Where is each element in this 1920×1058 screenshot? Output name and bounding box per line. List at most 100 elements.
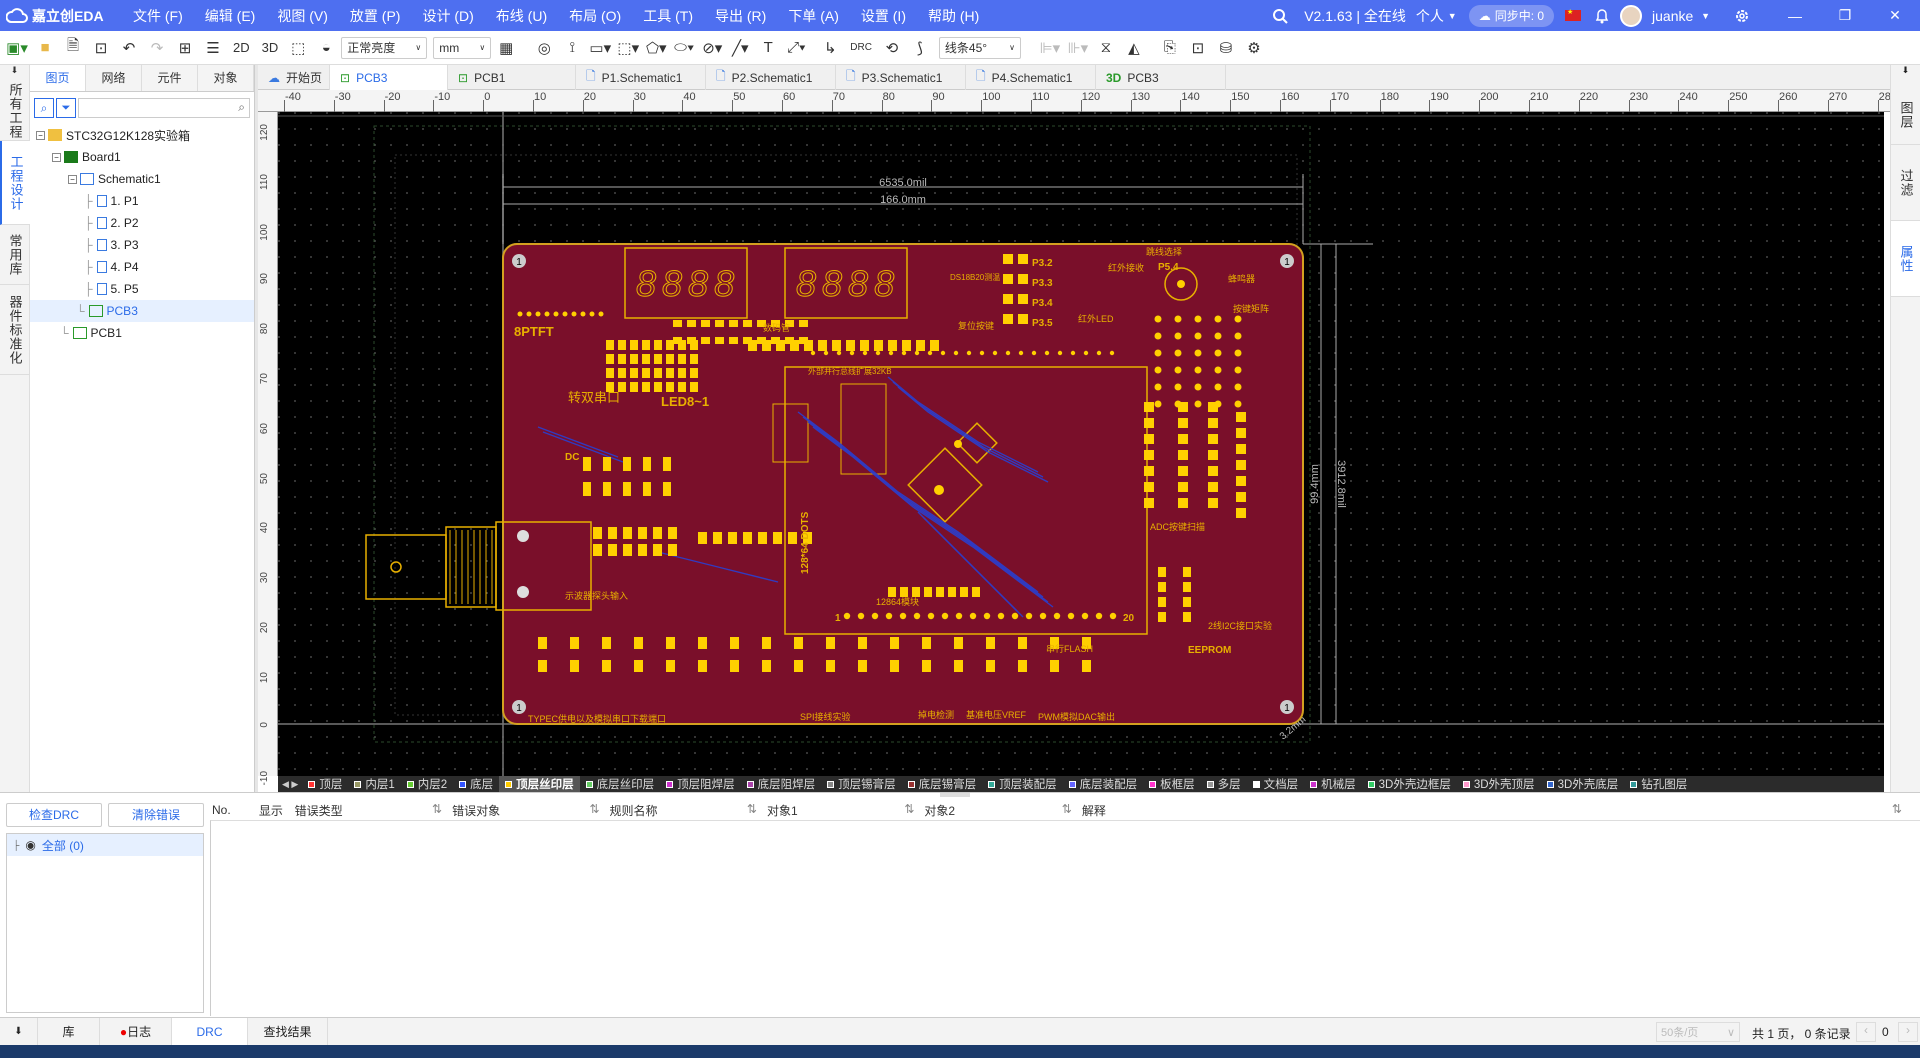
gear-icon[interactable]: [1714, 0, 1770, 31]
tree-page[interactable]: ├4. P4: [84, 260, 139, 274]
snapshot-icon[interactable]: ⊡: [94, 39, 108, 57]
restore-icon[interactable]: ❐: [1838, 7, 1852, 23]
username-dropdown[interactable]: juanke ▼: [1648, 0, 1714, 31]
account-mode-dropdown[interactable]: 个人 ▼: [1412, 0, 1461, 31]
flip-icon[interactable]: ⧖: [1100, 39, 1112, 56]
menu-item-7[interactable]: 工具 (T): [643, 7, 693, 24]
tab-drc[interactable]: DRC: [172, 1018, 248, 1046]
prev-page-icon[interactable]: ‹: [1856, 1022, 1876, 1042]
pin-panel-icon[interactable]: ⬇: [10, 65, 19, 75]
sync-status-button[interactable]: ☁同步中: 0: [1468, 4, 1555, 27]
drc-column-header[interactable]: 解释⇅: [1082, 802, 1912, 819]
grid-icon[interactable]: ▦: [499, 39, 514, 57]
tab-objects[interactable]: 对象: [198, 65, 254, 91]
doc-tab[interactable]: ⊡PCB3: [330, 65, 448, 90]
layer-item[interactable]: 多层: [1201, 776, 1247, 792]
layer-item[interactable]: 3D外壳顶层: [1457, 776, 1541, 792]
menu-item-6[interactable]: 布局 (O): [569, 7, 622, 24]
minimize-icon[interactable]: —: [1788, 7, 1802, 24]
distribute-icon[interactable]: ⊪▾: [1067, 39, 1089, 57]
drc-column-header[interactable]: 规则名称⇅: [610, 802, 767, 819]
menu-item-4[interactable]: 设计 (D): [422, 7, 474, 24]
next-page-icon[interactable]: ›: [1898, 1022, 1918, 1042]
search-mode-icon[interactable]: ⌕: [34, 98, 54, 118]
save-icon[interactable]: 🗎: [66, 37, 80, 54]
tree-page[interactable]: ├5. P5: [84, 282, 139, 296]
settings-gear-icon[interactable]: ⚙: [1247, 39, 1261, 57]
tree-schematic[interactable]: −Schematic1: [30, 168, 254, 190]
drc-column-header[interactable]: No.: [212, 803, 259, 817]
brightness-select[interactable]: 正常亮度∨: [341, 36, 428, 59]
via-icon[interactable]: ◎: [537, 39, 551, 57]
region-tool-icon[interactable]: ⬚▾: [617, 39, 640, 57]
tab-pages[interactable]: 图页: [30, 65, 86, 91]
tree-project[interactable]: −STC32G12K128实验箱: [30, 124, 254, 146]
tree-pcb3[interactable]: └PCB3: [30, 300, 254, 322]
drc-column-header[interactable]: 错误类型⇅: [295, 802, 452, 819]
sort-icon[interactable]: ⇅: [1891, 801, 1902, 816]
sort-icon[interactable]: ⇅: [589, 801, 600, 816]
pcb-board-outline[interactable]: [502, 243, 1304, 725]
polygon-tool-icon[interactable]: ⬠▾: [645, 39, 667, 57]
tab-log[interactable]: ●日志: [100, 1018, 172, 1046]
avatar[interactable]: [1620, 4, 1643, 27]
pin-bottom-icon[interactable]: ⬇: [0, 1018, 38, 1046]
sort-icon[interactable]: ⇅: [904, 801, 915, 816]
menu-item-10[interactable]: 设置 (I): [860, 7, 906, 24]
layer-item[interactable]: 底层锡膏层: [902, 776, 983, 792]
pcb-canvas[interactable]: 6535.0mil 166.0mm 99.4mm 3912.8mil 3.2mm…: [278, 112, 1884, 776]
page-size-select[interactable]: 50条/页∨: [1656, 1022, 1740, 1042]
layer-item[interactable]: 3D外壳边框层: [1362, 776, 1457, 792]
layer-item[interactable]: 3D外壳底层: [1541, 776, 1625, 792]
tree-page[interactable]: ├2. P2: [84, 216, 139, 230]
menu-item-11[interactable]: 帮助 (H): [927, 7, 980, 24]
tab-project-design[interactable]: 工程设计: [0, 141, 30, 225]
tab-nets[interactable]: 网络: [86, 65, 142, 91]
dimension-tool-icon[interactable]: ⤢▾: [787, 39, 806, 56]
drc-button[interactable]: DRC: [850, 42, 872, 53]
tab-device-standardization[interactable]: 器件标准化: [0, 285, 30, 375]
tab-common-library[interactable]: 常用库: [0, 225, 30, 285]
layer-item[interactable]: 顶层锡膏层: [821, 776, 902, 792]
panel-resize-handle[interactable]: [940, 793, 970, 797]
tree-pcb1[interactable]: └PCB1: [60, 326, 122, 340]
tree-search-field[interactable]: [79, 99, 249, 117]
view-3d-button[interactable]: 3D: [261, 40, 279, 55]
tree-board[interactable]: −Board1: [30, 146, 254, 168]
scroll-left-icon[interactable]: ◀ ▶: [282, 778, 299, 789]
bom-icon[interactable]: ⛁: [1219, 39, 1233, 57]
layer-item[interactable]: 底层装配层: [1063, 776, 1144, 792]
check-drc-button[interactable]: 检查DRC: [6, 803, 102, 827]
tab-library[interactable]: 库: [38, 1018, 100, 1046]
collapse-icon[interactable]: −: [68, 174, 77, 184]
layer-item[interactable]: 底层: [453, 776, 499, 792]
doc-tab[interactable]: 🗋P4.Schematic1: [966, 65, 1096, 90]
panel-splitter[interactable]: [255, 65, 258, 792]
import-icon[interactable]: ⎘: [1163, 39, 1176, 56]
menu-item-8[interactable]: 导出 (R): [714, 7, 767, 24]
layer-item[interactable]: 钻孔图层: [1624, 776, 1693, 792]
no-entry-icon[interactable]: ⊘▾: [702, 39, 723, 57]
tab-filter[interactable]: 过滤: [1891, 145, 1920, 221]
menu-item-0[interactable]: 文件 (F): [133, 7, 183, 24]
layer-item[interactable]: 底层阻焊层: [741, 776, 822, 792]
filter-icon[interactable]: ⏷: [56, 98, 76, 118]
new-project-icon[interactable]: ▣▾: [6, 39, 28, 57]
layer-item[interactable]: 机械层: [1304, 776, 1362, 792]
doc-tab[interactable]: 🗋P2.Schematic1: [706, 65, 836, 90]
tree-page[interactable]: ├1. P1: [84, 194, 139, 208]
tree-search-input[interactable]: ⌕: [78, 98, 250, 118]
grid-view-icon[interactable]: ⊞: [178, 39, 192, 57]
sort-icon[interactable]: ⇅: [746, 801, 757, 816]
layer-item[interactable]: 顶层阻焊层: [660, 776, 741, 792]
view-2d-button[interactable]: 2D: [233, 40, 250, 55]
doc-tab[interactable]: 🗋P3.Schematic1: [836, 65, 966, 90]
list-filter-icon[interactable]: ☰: [206, 39, 220, 57]
layer-item[interactable]: 文档层: [1247, 776, 1305, 792]
route-icon[interactable]: ↳: [823, 39, 837, 57]
bell-icon[interactable]: [1584, 0, 1620, 31]
app-logo[interactable]: 嘉立创EDA: [0, 6, 122, 26]
route-mode-select[interactable]: 线条45°∨: [938, 36, 1021, 59]
tab-components[interactable]: 元件: [142, 65, 198, 91]
drc-column-header[interactable]: 对象2⇅: [924, 802, 1081, 819]
